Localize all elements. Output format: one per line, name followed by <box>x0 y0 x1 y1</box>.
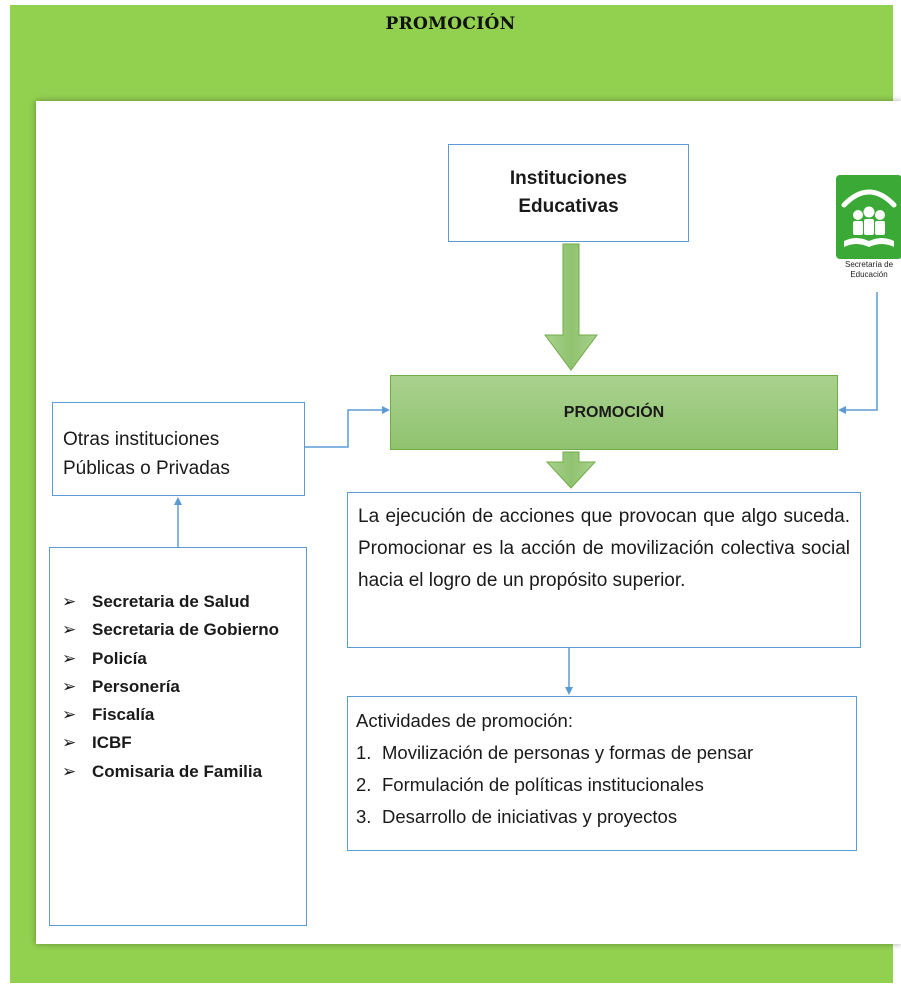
actividad-item: 3.Desarrollo de iniciativas y proyectos <box>356 806 678 827</box>
otras-instituciones-label: Otras instituciones Públicas o Privadas <box>63 429 230 479</box>
otras-instituciones-node: Otras instituciones Públicas o Privadas <box>52 402 305 496</box>
promocion-node: PROMOCIÓN <box>390 375 838 450</box>
definicion-node: La ejecución de acciones que provocan qu… <box>347 492 861 648</box>
actividades-node: Actividades de promoción: 1.Movilización… <box>347 696 857 851</box>
connector-logo-to-promocion <box>842 292 878 411</box>
entidad-item: ➢Fiscalía <box>62 701 296 729</box>
entidad-item: ➢Personería <box>62 673 296 701</box>
entidad-item: ➢ICBF <box>62 729 296 757</box>
actividades-heading: Actividades de promoción: <box>356 710 573 731</box>
arrowhead-definicion-to-actividades <box>565 687 573 695</box>
secretaria-educacion-logo: Secretaría de Educación <box>831 175 901 290</box>
people-book-icon <box>841 189 897 247</box>
arrow-bullet-icon: ➢ <box>62 761 77 781</box>
entidades-list: ➢Secretaria de Salud ➢Secretaria de Gobi… <box>62 588 296 786</box>
arrow-bullet-icon: ➢ <box>62 676 77 696</box>
logo-badge <box>836 175 901 259</box>
entidad-item: ➢Comisaria de Familia <box>62 758 296 786</box>
connector-otras-to-promocion <box>305 409 386 448</box>
arrowhead-entidades-to-otras <box>174 497 182 505</box>
arrow-bullet-icon: ➢ <box>62 620 77 640</box>
arrow-bullet-icon: ➢ <box>62 648 77 668</box>
arrow-bullet-icon: ➢ <box>62 705 77 725</box>
actividad-item: 2.Formulación de políticas institucional… <box>356 774 704 795</box>
page-title: PROMOCIÓN <box>385 14 516 34</box>
definicion-text: La ejecución de acciones que provocan qu… <box>358 506 850 591</box>
entidades-node: ➢Secretaria de Salud ➢Secretaria de Gobi… <box>49 547 307 926</box>
entidad-item: ➢Policía <box>62 645 296 673</box>
actividad-item: 1.Movilización de personas y formas de p… <box>356 742 754 763</box>
arrow-instituciones-to-promocion <box>544 243 598 371</box>
entidad-item: ➢Secretaria de Gobierno <box>62 616 296 644</box>
instituciones-educativas-label: Instituciones Educativas <box>509 168 628 217</box>
arrow-bullet-icon: ➢ <box>62 592 77 611</box>
arrow-bullet-icon: ➢ <box>62 733 77 753</box>
actividades-list: 1.Movilización de personas y formas de p… <box>356 737 848 833</box>
logo-caption: Secretaría de Educación <box>844 260 894 279</box>
arrow-promocion-to-definicion <box>545 451 597 489</box>
arrowhead-logo-to-promocion <box>838 406 846 414</box>
entidad-item: ➢Secretaria de Salud <box>62 588 296 616</box>
arrowhead-otras-to-promocion <box>382 406 390 414</box>
promocion-label: PROMOCIÓN <box>563 403 665 421</box>
instituciones-educativas-node: Instituciones Educativas <box>448 144 689 242</box>
